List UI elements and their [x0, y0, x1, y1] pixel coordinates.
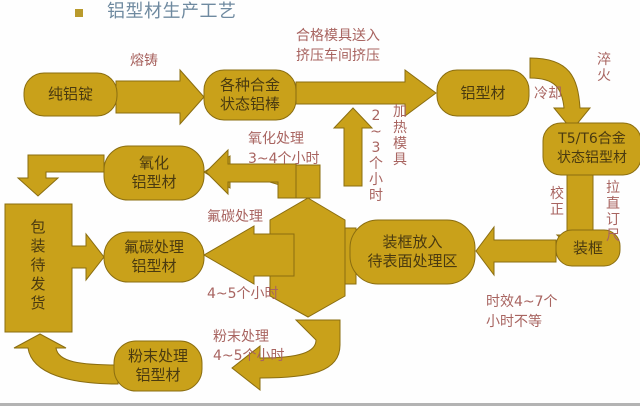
node-t5t6: T5/T6合金 状态铝型材: [557, 131, 627, 166]
node-profile-shape: [436, 69, 530, 117]
node-packing: 包装待发货: [30, 218, 46, 312]
arrow-extrusion: [295, 69, 437, 117]
node-powder-shape: [113, 340, 203, 392]
node-ingot-shape: [23, 72, 118, 117]
label-correction: 校正: [550, 186, 564, 218]
label-aging: 时效4~7个 小时不等: [486, 294, 558, 330]
node-framing: 装框: [572, 238, 603, 257]
node-powder: 粉末处理 铝型材: [127, 347, 188, 384]
page-title: 铝型材生产工艺: [107, 1, 237, 22]
arrow-oxidation: [205, 148, 297, 199]
arrow-hub-diamond: [269, 197, 346, 318]
node-framing-shape: [555, 229, 621, 267]
label-casting: 熔铸: [130, 53, 158, 69]
node-ingot: 纯铝锭: [47, 85, 93, 103]
title-bullet-icon: [75, 9, 83, 17]
arrow-powder: [231, 319, 341, 392]
node-staging: 装框放入 待表面处理区: [367, 233, 458, 270]
node-staging-shape: [349, 219, 476, 285]
arrow-quench: [529, 57, 592, 131]
node-alloy-rod: 各种合金 状态铝棒: [219, 76, 280, 113]
node-fluoro-shape: [103, 231, 205, 283]
label-fluorocarbon: 氟碳处理: [207, 209, 263, 225]
arrow-aging: [475, 225, 557, 277]
arrow-powder-pack: [13, 333, 119, 385]
label-fluorocarbon-time: 4~5个小时: [207, 286, 279, 302]
label-extrusion: 合格模具送入 挤压车间挤压: [296, 28, 380, 64]
arrow-hub-fluoro: [203, 225, 295, 285]
label-die-heating: 加热模具: [393, 104, 407, 168]
packing-box: [4, 203, 105, 333]
arrow-ox-pack: [16, 154, 105, 197]
label-oxidation: 氧化处理: [248, 131, 304, 147]
label-powder-time: 4~5个小时: [213, 348, 285, 364]
label-powder: 粉末处理: [213, 329, 269, 345]
node-t5t6-shape: [542, 122, 640, 176]
node-fluorocarbon: 氟碳处理 铝型材: [123, 238, 184, 275]
node-profile: 铝型材: [460, 83, 506, 102]
arrow-casting: [115, 68, 205, 126]
node-oxidized: 氧化 铝型材: [131, 154, 177, 191]
label-cooling: 冷却: [534, 86, 562, 102]
node-oxidized-shape: [103, 145, 205, 201]
node-alloy-rod-shape: [203, 69, 297, 121]
bottom-border: [0, 403, 640, 406]
label-die-heating-time: 2~3个小时: [369, 108, 383, 204]
label-quench: 淬火: [597, 52, 611, 84]
label-oxidation-time: 3~4个小时: [248, 151, 320, 167]
arrow-die-heating: [332, 107, 374, 187]
label-stretch: 拉直订尺: [606, 180, 620, 244]
